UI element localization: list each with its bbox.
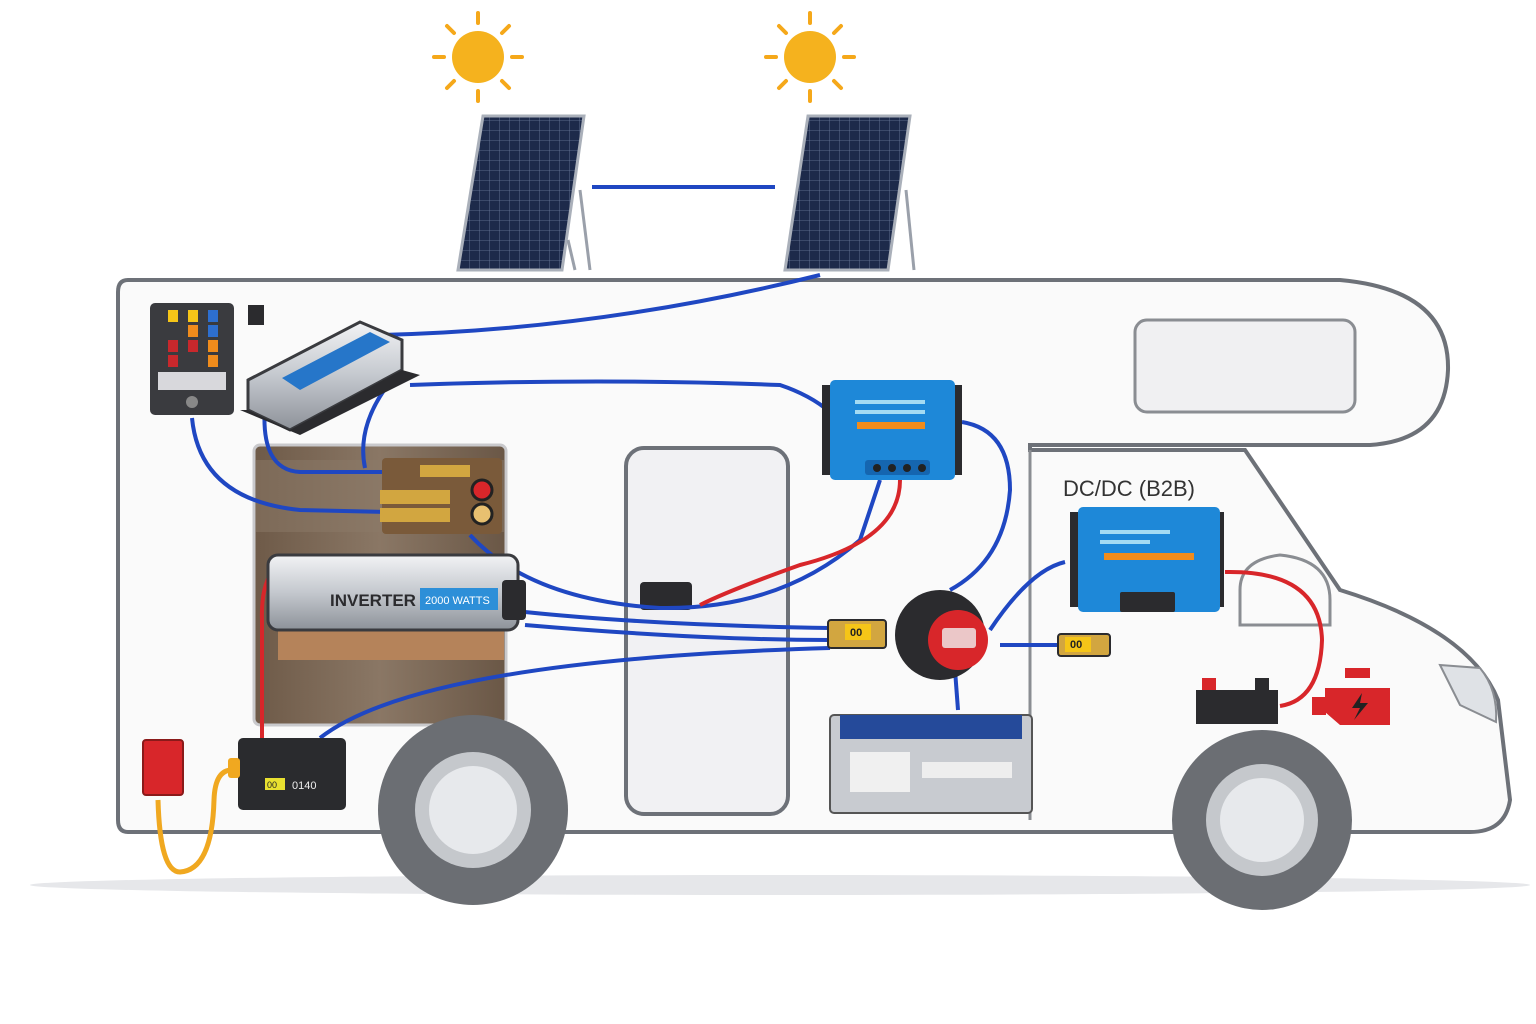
house-battery — [829, 714, 1033, 814]
engine-icon — [1312, 668, 1390, 725]
shore-power-cable — [155, 767, 233, 875]
headlight — [1438, 663, 1498, 724]
sun-icon — [432, 11, 524, 103]
dcdc-title: DC/DC (B2B) — [1063, 476, 1195, 501]
monitor-readout: 0140 — [292, 780, 316, 792]
monitor-badge: 00 — [267, 780, 277, 790]
battery-monitor: 00 0140 — [228, 738, 346, 810]
inverter-rating: 2000 WATTS — [425, 595, 490, 607]
sun-icon — [764, 11, 856, 103]
rear-wheel — [378, 715, 568, 905]
fuse-label: 00 — [850, 627, 862, 639]
solar-panel-right — [783, 114, 916, 272]
inverter: INVERTER 2000 WATTS — [266, 553, 526, 632]
battery-isolator-switch[interactable] — [895, 590, 988, 680]
inverter-label: INVERTER — [330, 591, 416, 610]
inline-fuse: 00 — [827, 619, 887, 649]
door-handle — [640, 582, 692, 610]
isolator-fuse: 00 — [1057, 633, 1111, 657]
battery-charger — [240, 320, 420, 435]
ground-shadow — [30, 875, 1530, 895]
fuse-block — [150, 303, 234, 415]
solar-panel-left — [456, 114, 592, 272]
busbar-panel — [380, 458, 502, 534]
front-wheel — [1172, 730, 1352, 910]
shore-power-inlet[interactable] — [142, 739, 184, 796]
entry-door — [624, 446, 790, 816]
fuse-label: 00 — [1070, 639, 1082, 651]
usb-outlet — [248, 305, 264, 325]
solar-charge-controller — [822, 380, 962, 480]
dcdc-charger — [1070, 507, 1224, 612]
starter-battery — [1196, 678, 1278, 724]
rv-window — [1133, 318, 1357, 414]
inverter-shelf — [278, 630, 504, 660]
